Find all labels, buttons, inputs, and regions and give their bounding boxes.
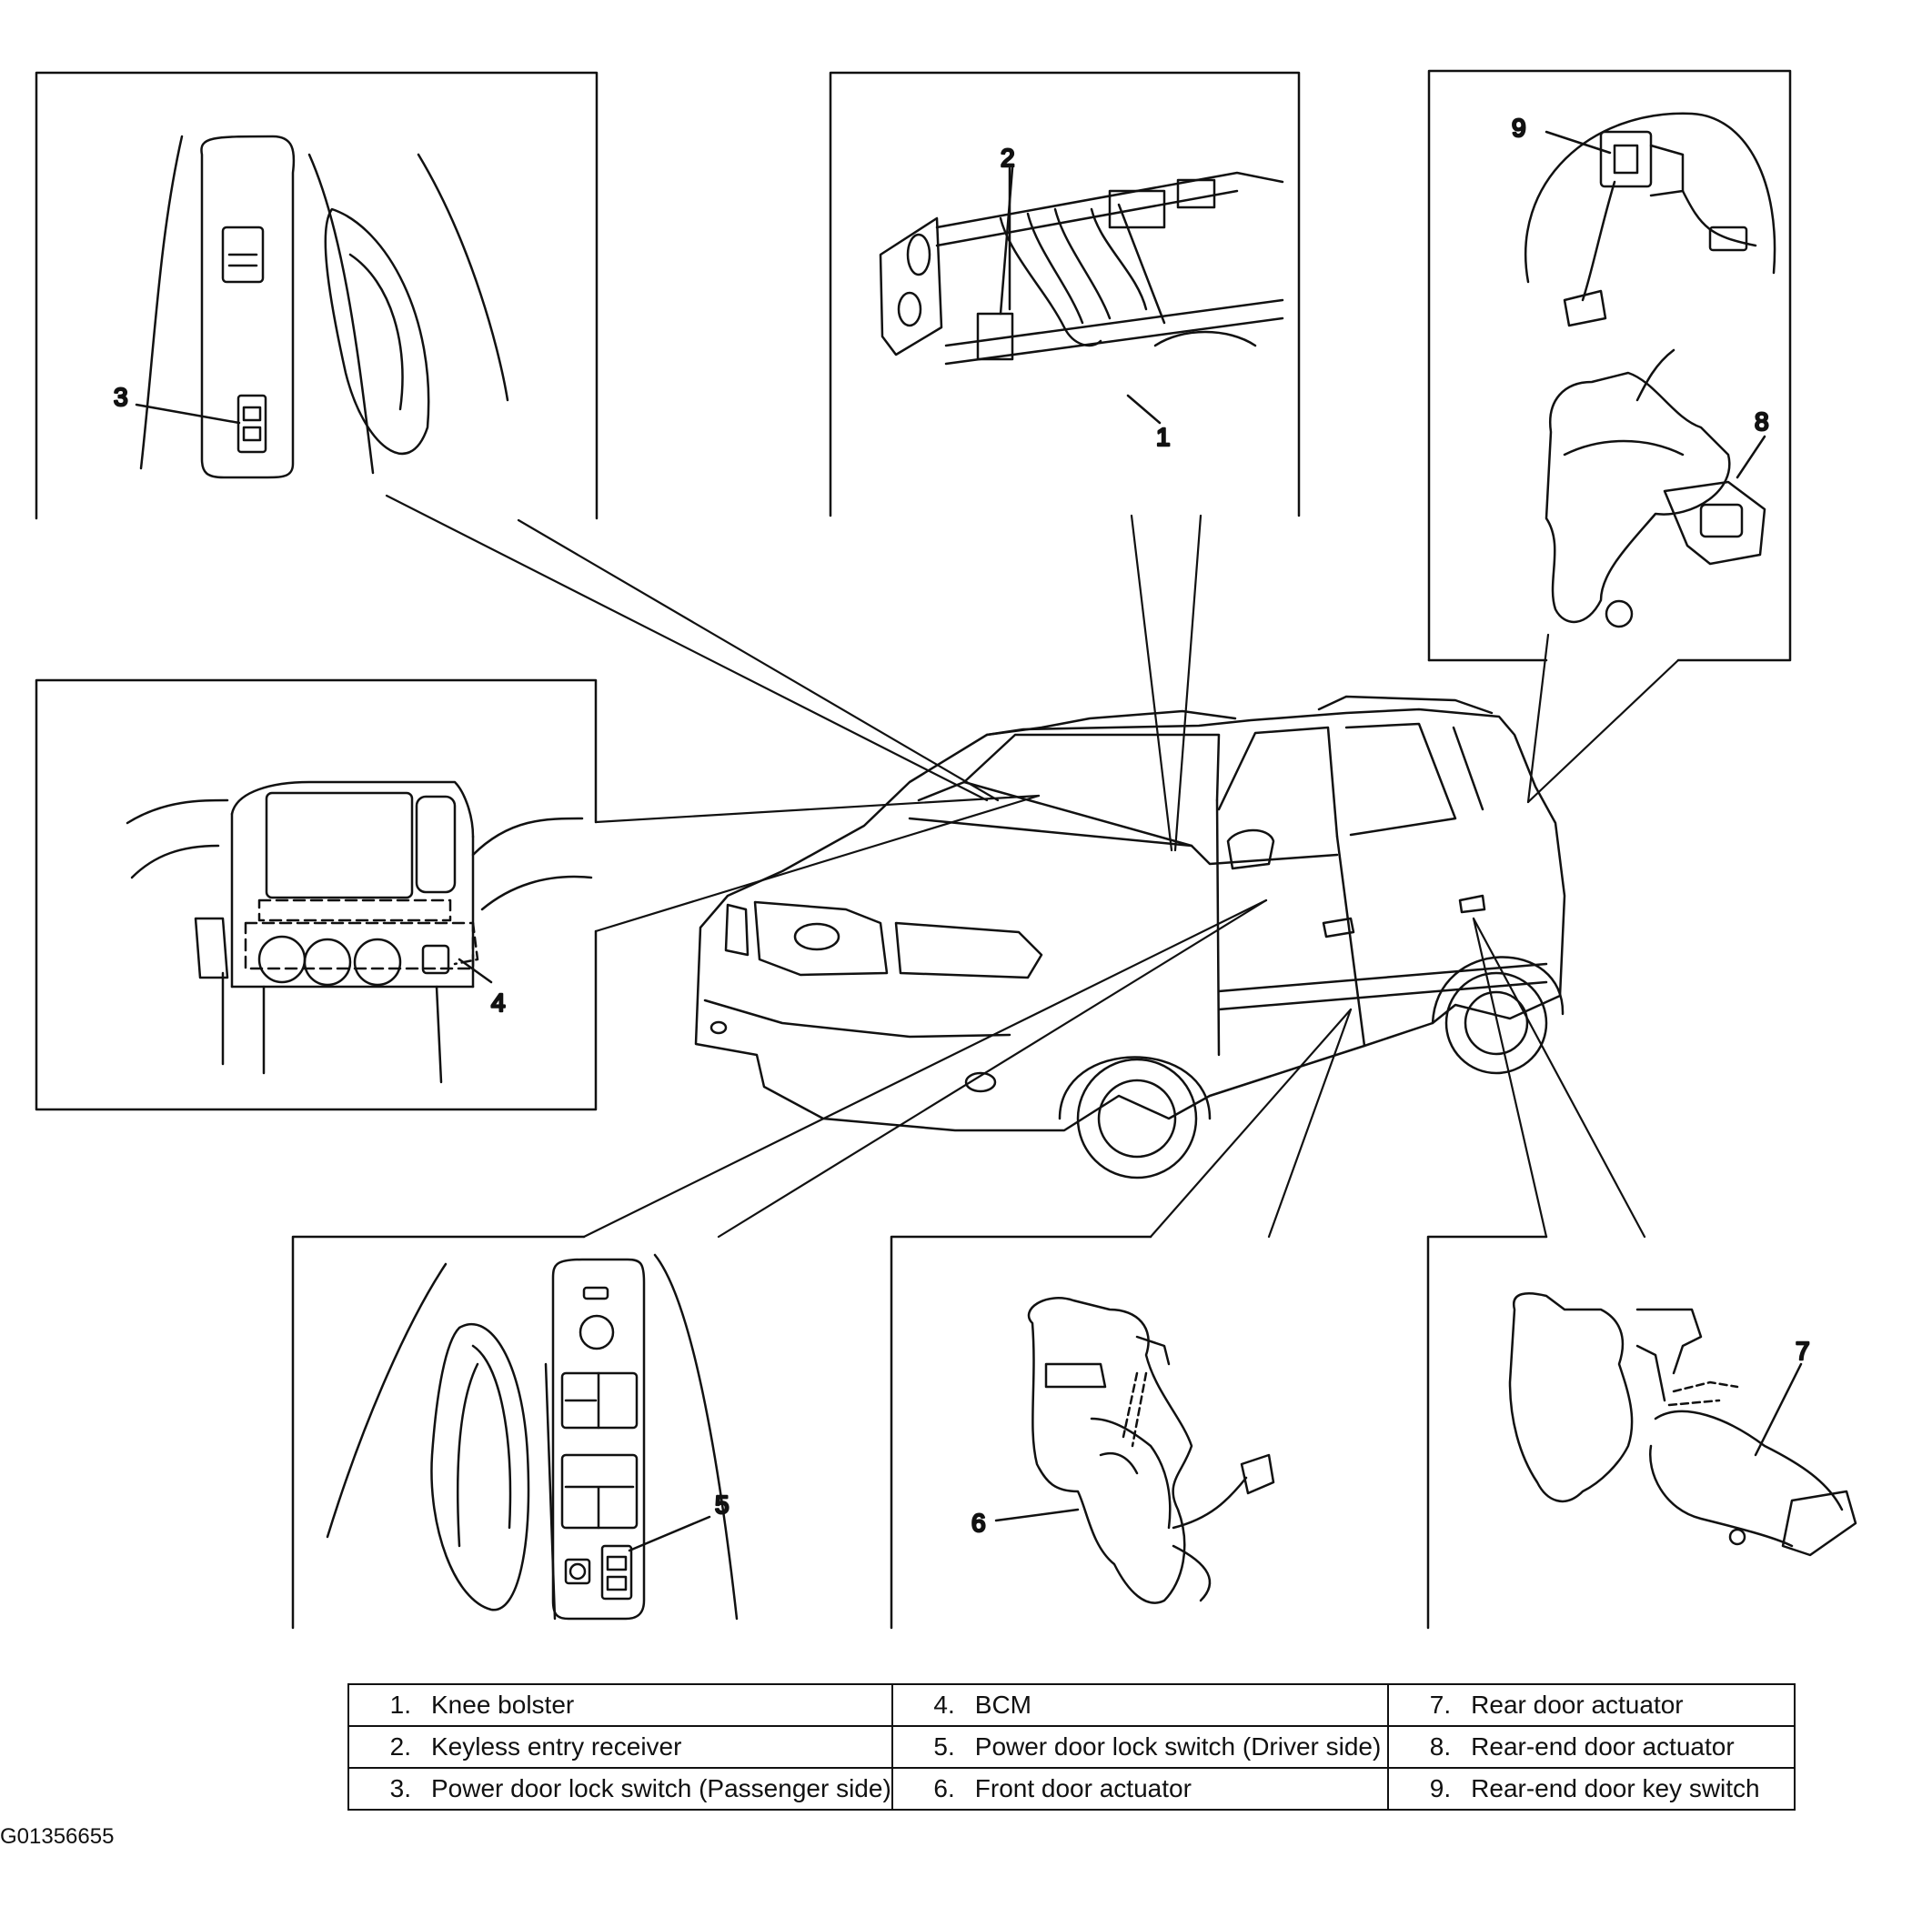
callout-9: 9 — [1512, 114, 1526, 142]
callout-7: 7 — [1796, 1337, 1810, 1365]
panel-passenger-door-switch: 3 — [35, 71, 599, 520]
legend-cell: 7.Rear door actuator — [1387, 1683, 1796, 1727]
legend-row: 2.Keyless entry receiver 5.Power door lo… — [347, 1725, 1796, 1769]
callout-1: 1 — [1156, 423, 1171, 451]
legend-row: 3.Power door lock switch (Passenger side… — [347, 1767, 1796, 1811]
legend-cell: 5.Power door lock switch (Driver side) — [891, 1725, 1390, 1769]
leader-lines — [385, 494, 1680, 1239]
panel-bcm: 4 — [35, 678, 598, 1111]
callout-6: 6 — [971, 1509, 986, 1537]
callout-3: 3 — [114, 383, 128, 411]
legend-cell: 1.Knee bolster — [347, 1683, 893, 1727]
legend-cell: 3.Power door lock switch (Passenger side… — [347, 1767, 893, 1811]
callout-2: 2 — [1001, 144, 1015, 172]
callout-5: 5 — [715, 1490, 730, 1519]
legend-cell: 6.Front door actuator — [891, 1767, 1390, 1811]
legend-cell: 2.Keyless entry receiver — [347, 1725, 893, 1769]
legend-cell: 8.Rear-end door actuator — [1387, 1725, 1796, 1769]
vehicle-illustration — [694, 695, 1566, 1179]
legend-cell: 9.Rear-end door key switch — [1387, 1767, 1796, 1811]
panel-knee-bolster: 2 1 — [829, 71, 1301, 517]
panel-rear-door-actuator: 7 — [1426, 1235, 1857, 1630]
panel-driver-door-switch: 5 — [291, 1235, 739, 1630]
panel-front-door-actuator: 6 — [890, 1235, 1275, 1630]
callout-8: 8 — [1755, 407, 1769, 436]
legend-row: 1.Knee bolster 4.BCM 7.Rear door actuato… — [347, 1683, 1796, 1727]
callout-4: 4 — [491, 989, 506, 1017]
panel-rear-end-door: 9 8 — [1427, 69, 1792, 662]
image-code: G01356655 — [0, 1824, 115, 1849]
legend-table: 1.Knee bolster 4.BCM 7.Rear door actuato… — [347, 1683, 1796, 1811]
legend-cell: 4.BCM — [891, 1683, 1390, 1727]
